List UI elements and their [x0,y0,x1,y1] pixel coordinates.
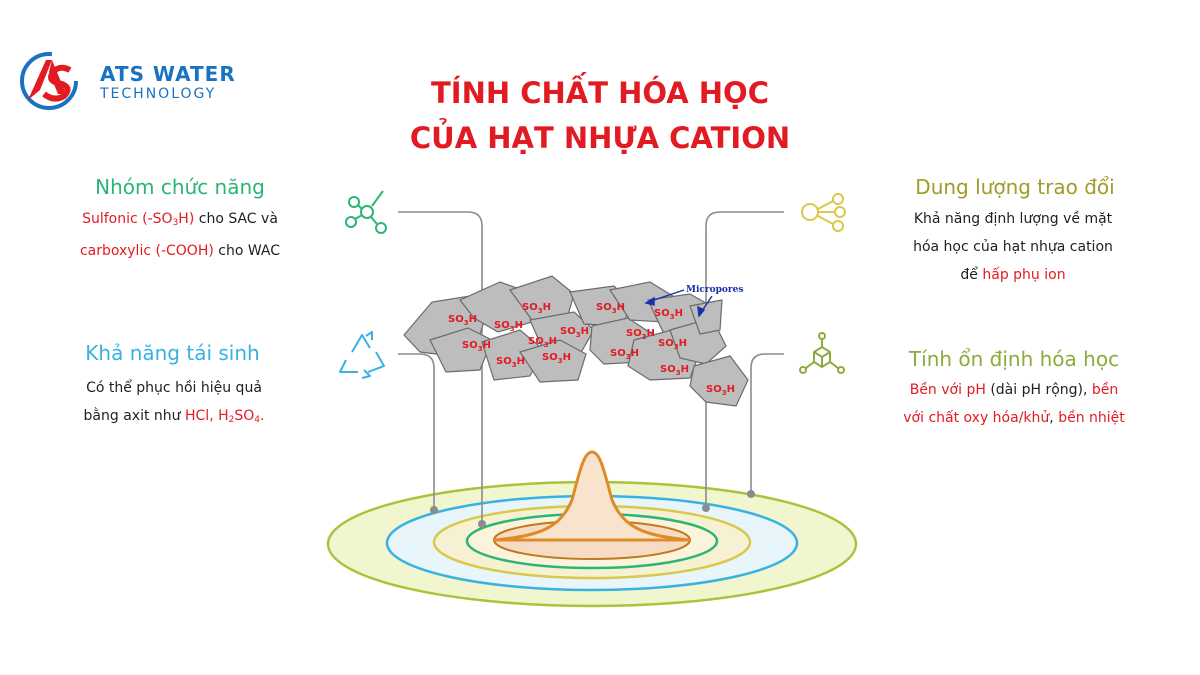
micropores-label: Micropores [686,285,743,295]
connector-lines [398,211,784,524]
stability-heading: Tính ổn định hóa học [908,347,1120,371]
so3h-label: SO3H [542,352,571,365]
capacity-heading: Dung lượng trao đổi [915,175,1115,199]
so3h-labels: SO3H SO3H SO3H SO3H SO3H SO3H SO3H SO3H … [448,302,735,397]
page-title-line2: CỦA HẠT NHỰA CATION [409,121,791,155]
regeneration-heading: Khả năng tái sinh [85,341,260,365]
stability-text: Bền với pH (dài pH rộng), bền với chất o… [903,382,1125,426]
connector-dots [430,490,755,528]
page-title-line1: TÍNH CHẤT HÓA HỌC [431,76,769,110]
logo-text-secondary: TECHNOLOGY [100,86,217,102]
logo-mark-icon [20,52,78,110]
so3h-label: SO3H [528,336,557,349]
so3h-label: SO3H [658,338,687,351]
so3h-label: SO3H [660,364,689,377]
so3h-label: SO3H [462,340,491,353]
functional-group-heading: Nhóm chức năng [95,175,265,199]
share-nodes-icon [801,193,846,232]
micropores-arrows [644,289,713,318]
recycle-icon [339,331,385,379]
so3h-label: SO3H [610,348,639,361]
so3h-label: SO3H [654,308,683,321]
so3h-label: SO3H [626,328,655,341]
so3h-label: SO3H [706,384,735,397]
cube-network-icon [799,332,845,374]
logo-text-primary: ATS WATER [100,62,236,86]
functional-group-text: Sulfonic (-SO3H) cho SAC và carboxylic (… [79,211,281,259]
regeneration-text: Có thể phục hồi hiệu quả bằng axit như H… [83,380,265,425]
bell-curve-peak [493,450,691,542]
capacity-text: Khả năng định lượng về mặt hóa học của h… [913,211,1113,283]
so3h-label: SO3H [522,302,551,315]
so3h-label: SO3H [596,302,625,315]
so3h-label: SO3H [494,320,523,333]
resin-cluster [403,275,749,407]
so3h-label: SO3H [496,356,525,369]
molecule-icon [345,190,387,234]
so3h-label: SO3H [448,314,477,327]
brand-logo: ATS WATER TECHNOLOGY [18,50,248,110]
so3h-label: SO3H [560,326,589,339]
